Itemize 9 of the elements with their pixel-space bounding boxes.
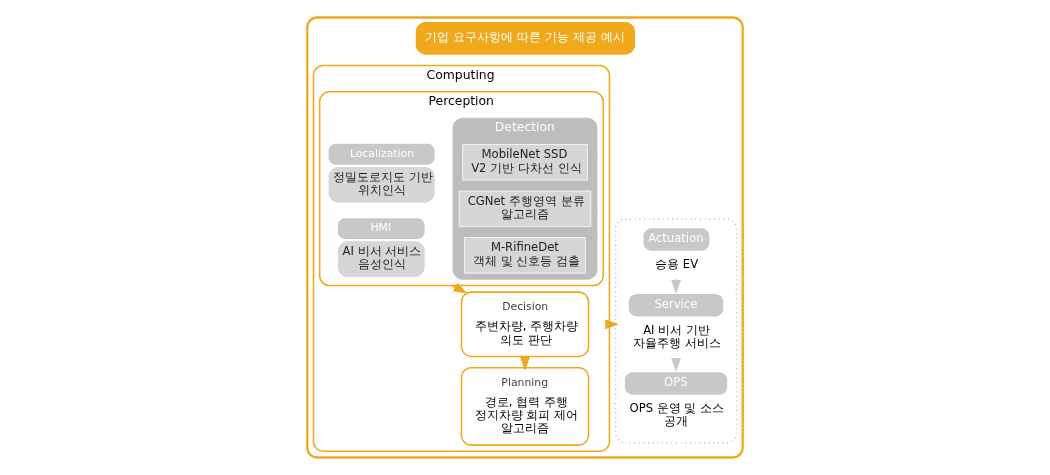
node-box: Planning 경로, 협력 주행 정지차량 회피 제어 알고리즘 <box>460 366 590 446</box>
node-label: 승용 EV <box>655 256 699 271</box>
node-label: AI 비서 기반 자율주행 서비스 <box>633 322 722 350</box>
arrow <box>605 319 620 330</box>
node-box: CGNet 주행영역 분류 알고리즘 <box>458 190 592 228</box>
node-box: M-RifineDet 객체 및 신호등 검출 <box>464 237 586 274</box>
node-label: OPS 운영 및 소스 공개 <box>629 400 725 428</box>
cluster <box>614 218 738 444</box>
node-box: MobileNet SSD V2 기반 다차선 인식 <box>462 144 588 181</box>
